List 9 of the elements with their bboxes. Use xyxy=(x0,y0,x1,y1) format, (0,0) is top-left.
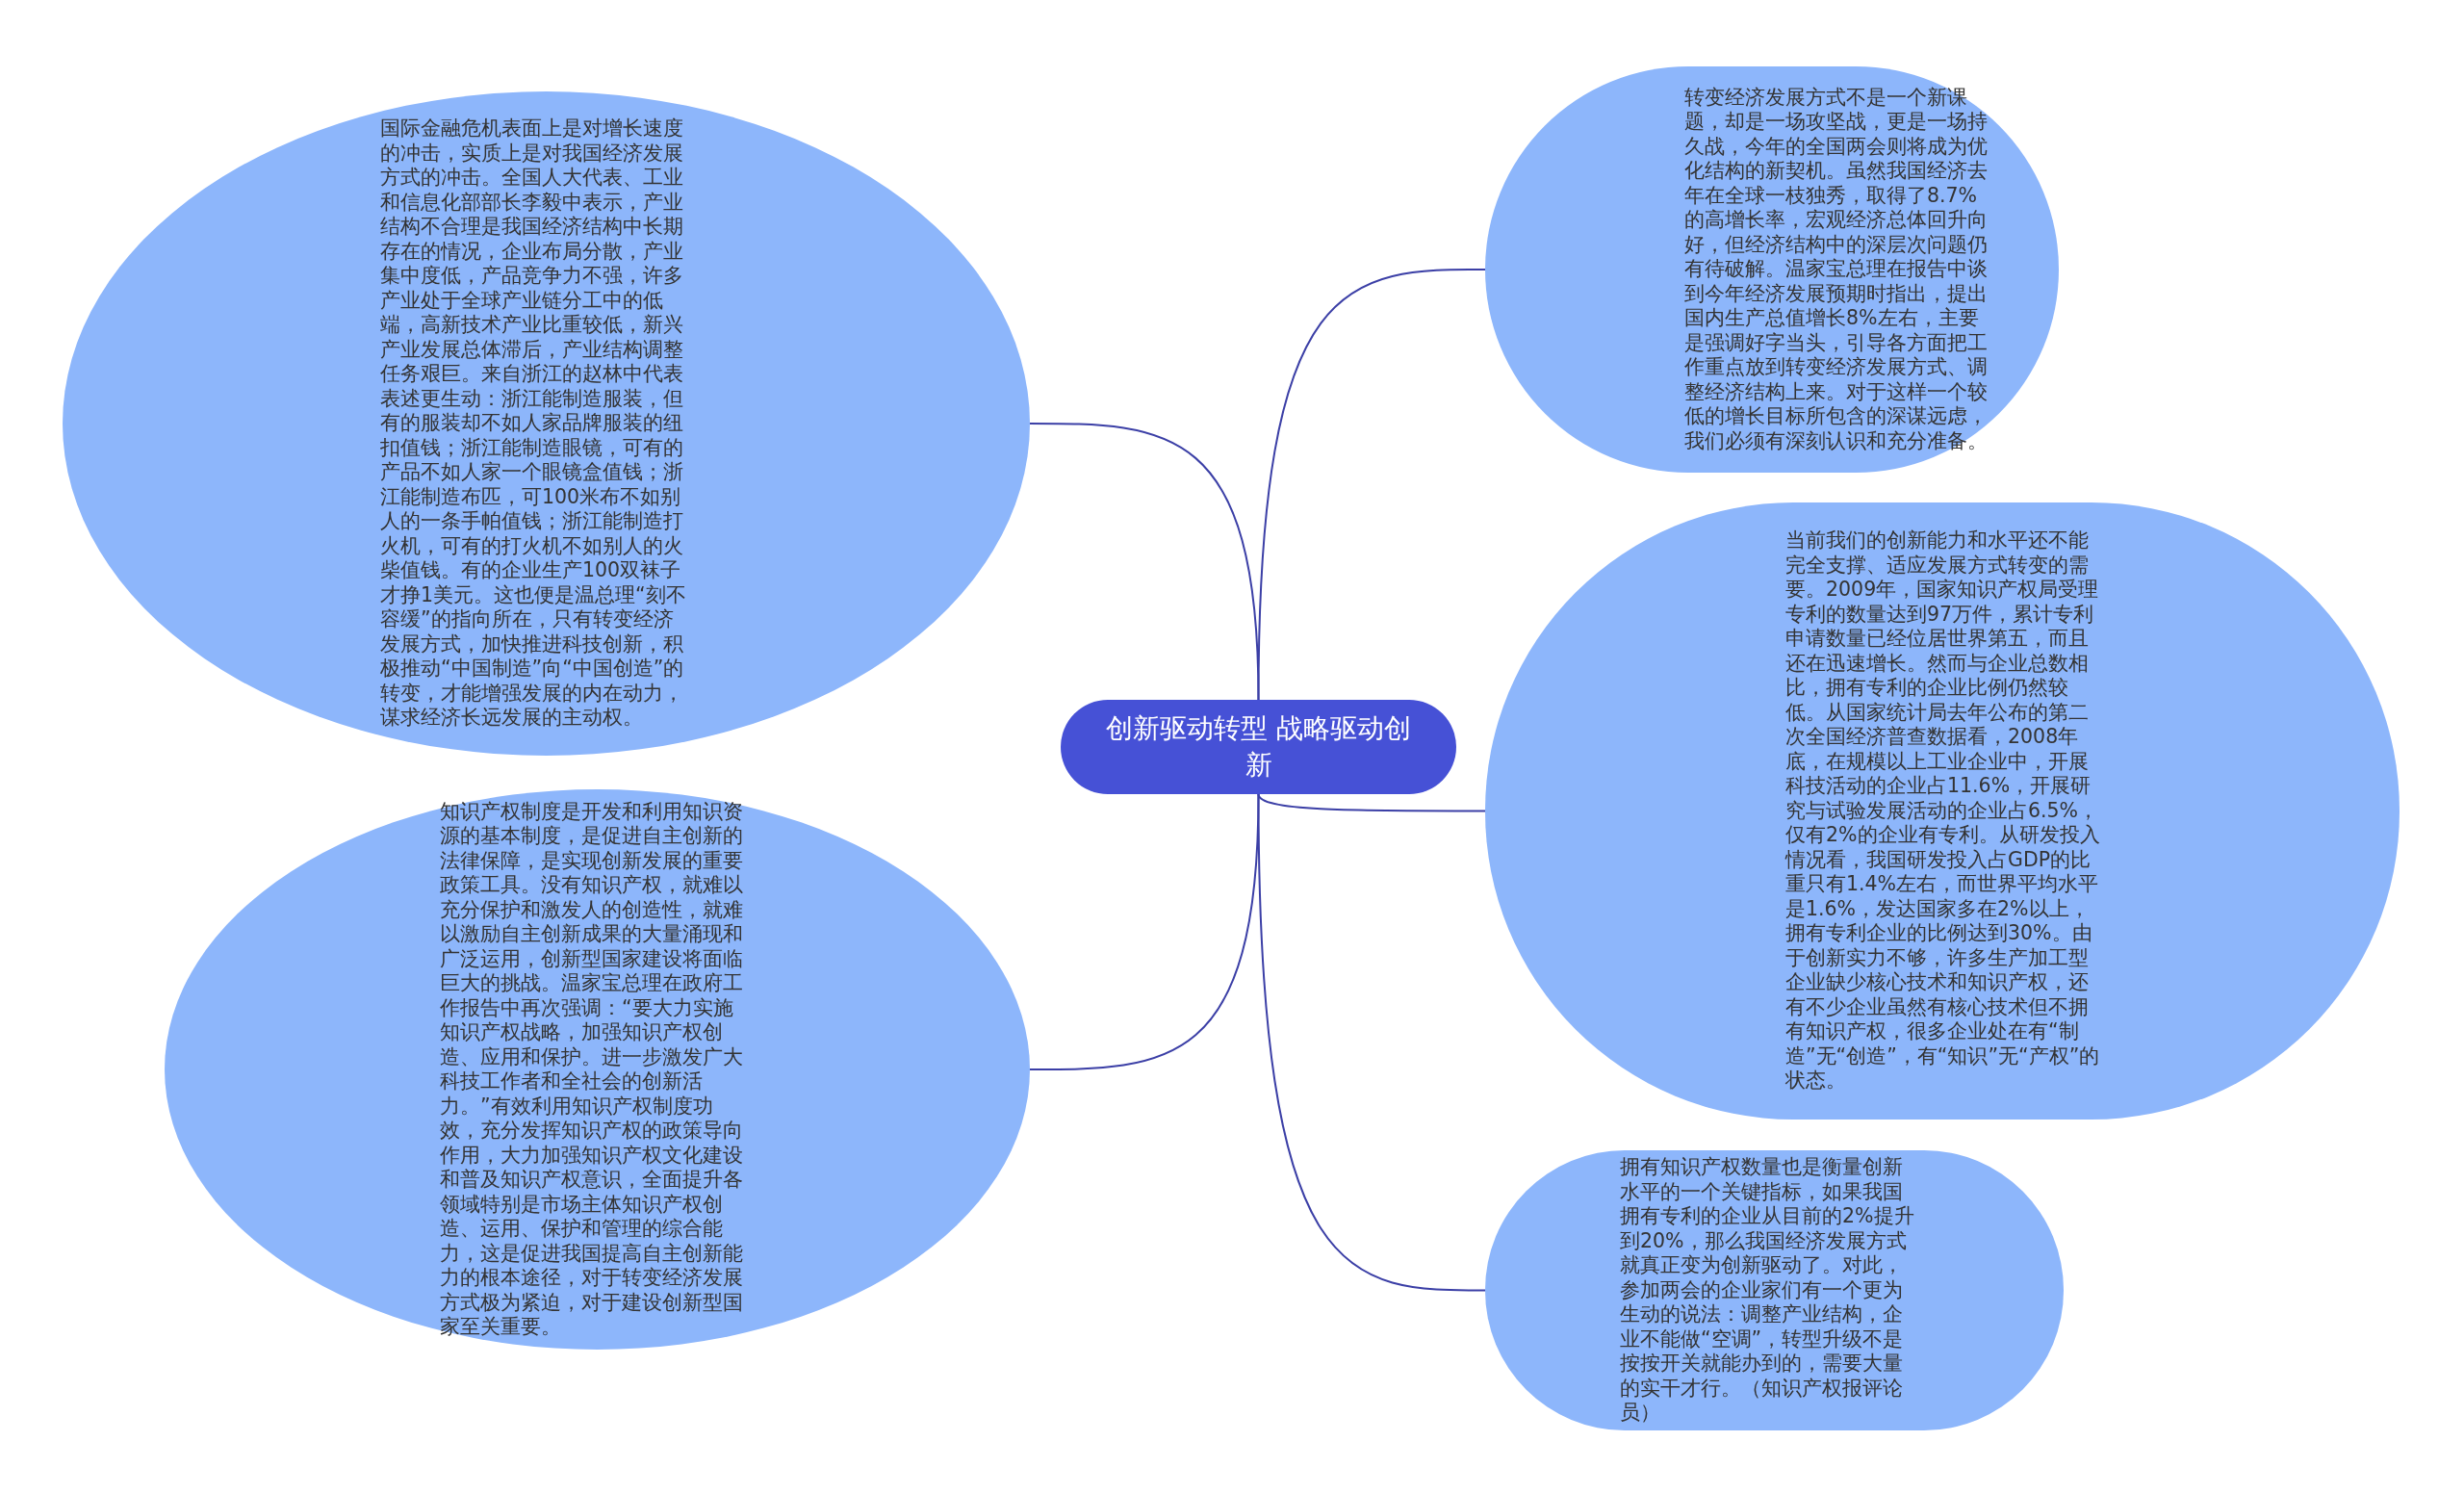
paragraph-text: 拥有知识产权数量也是衡量创新水平的一个关键指标，如果我国拥有专利的企业从目前的2%提升到20%，那么我国经济发展方式就真正变为创新驱动了。对此，参加两会的企业家们有一个更为生动的说法：调整产业结构，企业不能做“空调”，转型升级不是按按开关就能办到的，需要大量的实干才行。（知识产权报评论员） xyxy=(1620,1155,1915,1426)
connector-line xyxy=(1029,423,1260,701)
connector-line xyxy=(1257,269,1486,701)
paragraph-text: 知识产权制度是开发和利用知识资源的基本制度，是促进自主创新的法律保障，是实现创新发展的重要政策工具。没有知识产权，就难以充分保护和激发人的创造性，就难以激励自主创新成果的大量涌现和广泛运用，创新型国家建设将面临巨大的挑战。温家宝总理在政府工作报告中再次强调：“要大力实施知识产权战略，加强知识产权创造、应用和保护。进一步激发广大科技工作者和全社会的创新活力。”有效利用知识产权制度功效，充分发挥知识产权的政策导向作用，大力加强知识产权文化建设和普及知识产权意识，全面提升各领域特别是市场主体知识产权创造、运用、保护和管理的综合能力，这是促进我国提高自主创新能力的根本途径，对于转变经济发展方式极为紧迫，对于建设创新型国家至关重要。 xyxy=(440,799,744,1340)
paragraph-text: 转变经济发展方式不是一个新课题，却是一场攻坚战，更是一场持久战，今年的全国两会则将成为优化结构的新契机。虽然我国经济去年在全球一枝独秀，取得了8.7%的高增长率，宏观经济总体回升向好，但经济结构中的深层次问题仍有待破解。温家宝总理在报告中谈到今年经济发展预期时指出，提出国内生产总值增长8%左右，主要是强调好字当头，引导各方面把工作重点放到转变经济发展方式、调整经济结构上来。对于这样一个较低的增长目标所包含的深谋远虑，我们必须有深刻认识和充分准备。 xyxy=(1684,85,1989,454)
paragraph-text: 国际金融危机表面上是对增长速度的冲击，实质上是对我国经济发展方式的冲击。全国人大代表、工业和信息化部部长李毅中表示，产业结构不合理是我国经济结构中长期存在的情况，企业布局分散，产业集中度低，产品竞争力不强，许多产业处于全球产业链分工中的低端，高新技术产业比重较低，新兴产业发展总体滞后，产业结构调整任务艰巨。来自浙江的赵林中代表表述更生动：浙江能制造服装，但有的服装却不如人家品牌服装的纽扣值钱；浙江能制造眼镜，可有的产品不如人家一个眼镜盒值钱；浙江能制造布匹，可100米布不如别人的一条手帕值钱；浙江能制造打火机，可有的打火机不如别人的火柴值钱。有的企业生产100双袜子才挣1美元。这也便是温总理“刻不容缓”的指向所在，只有转变经济发展方式，加快推进科技创新，积极推动“中国制造”向“中国创造”的转变，才能增强发展的内在动力，谋求经济长远发展的主动权。 xyxy=(380,116,686,731)
connector-line xyxy=(1029,793,1260,1070)
topic-text: 创新驱动转型 战略驱动创新 xyxy=(1105,711,1412,783)
paragraph-text: 当前我们的创新能力和水平还不能完全支撑、适应发展方式转变的需要。2009年，国家知识产权局受理专利的数量达到97万件，累计专利申请数量已经位居世界第五，而且还在迅速增长。然而与企业总数相比，拥有专利的企业比例仍然较低。从国家统计局去年公布的第二次全国经济普查数据看，2008年底，在规模以上工业企业中，开展科技活动的企业占11.6%，开展研究与试验发展活动的企业占6.5%，仅有2%的企业有专利。从研发投入情况看，我国研发投入占GDP的比重只有1.4%左右，而世界平均水平是1.6%，发达国家多在2%以上，拥有专利企业的比例达到30%。由于创新实力不够，许多生产加工型企业缺少核心技术和知识产权，还有不少企业虽然有核心技术但不拥有知识产权，很多企业处在有“制造”无“创造”，有“知识”无“产权”的状态。 xyxy=(1785,528,2101,1094)
